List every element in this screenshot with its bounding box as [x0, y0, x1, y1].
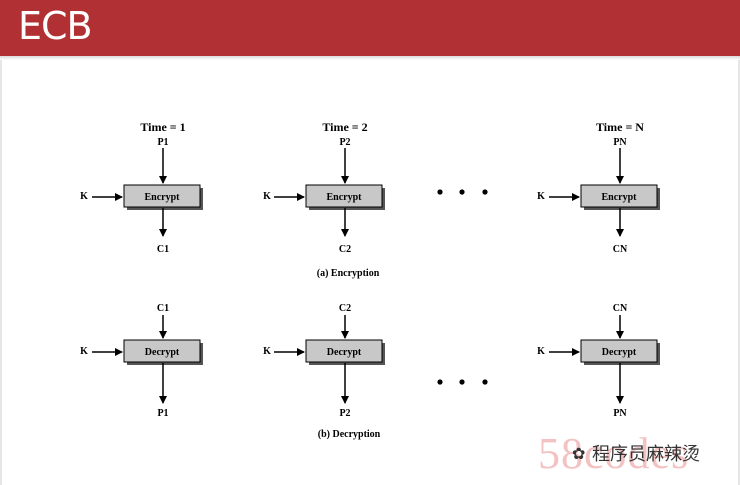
enc-block-label-1: Encrypt: [145, 192, 181, 203]
enc-block-label-2: Encrypt: [327, 192, 363, 203]
dec-key-2: K: [263, 346, 271, 357]
dec-caption: (b) Decryption: [318, 429, 381, 440]
enc-block-label-n: Encrypt: [602, 192, 638, 203]
dec-block-label-2: Decrypt: [327, 347, 362, 358]
enc-input-2: P2: [339, 137, 350, 148]
header-divider: [0, 56, 740, 60]
dec-block-label-n: Decrypt: [602, 347, 637, 358]
enc-input-n: PN: [613, 137, 627, 148]
enc-block-2: [305, 184, 383, 208]
enc-ellipsis-dot: [459, 189, 465, 195]
watermark-account: 程序员麻辣烫: [592, 444, 700, 465]
dec-input-2: C2: [339, 303, 351, 314]
right-border: [738, 60, 740, 485]
enc-output-1: C1: [157, 244, 169, 255]
enc-time-2: Time = 2: [322, 120, 367, 134]
dec-ellipsis-dot: [437, 379, 443, 385]
enc-block-n: [580, 184, 658, 208]
enc-output-2: C2: [339, 244, 351, 255]
dec-output-n: PN: [613, 408, 627, 419]
enc-key-2: K: [263, 191, 271, 202]
left-border: [0, 60, 2, 485]
dec-block-1: [123, 339, 201, 363]
watermark-site: 58codes: [538, 429, 690, 478]
enc-input-1: P1: [157, 137, 168, 148]
enc-ellipsis-dot: [482, 189, 488, 195]
enc-time-1: Time = 1: [140, 120, 185, 134]
dec-block-label-1: Decrypt: [145, 347, 180, 358]
dec-ellipsis-dot: [459, 379, 465, 385]
enc-caption: (a) Encryption: [317, 268, 380, 279]
wechat-icon: ✿: [572, 446, 586, 463]
dec-input-1: C1: [157, 303, 169, 314]
dec-ellipsis-dot: [482, 379, 488, 385]
dec-output-2: P2: [339, 408, 350, 419]
enc-key-n: K: [537, 191, 545, 202]
dec-block-n: [580, 339, 658, 363]
enc-block-1: [123, 184, 201, 208]
dec-block-2: [305, 339, 383, 363]
enc-key-1: K: [80, 191, 88, 202]
dec-input-n: CN: [613, 303, 628, 314]
slide-title: ECB: [18, 4, 93, 48]
dec-output-1: P1: [157, 408, 168, 419]
dec-key-1: K: [80, 346, 88, 357]
enc-time-n: Time = N: [596, 120, 644, 134]
enc-output-n: CN: [613, 244, 628, 255]
enc-ellipsis-dot: [437, 189, 443, 195]
slide-header: ECB: [0, 0, 740, 56]
dec-key-n: K: [537, 346, 545, 357]
